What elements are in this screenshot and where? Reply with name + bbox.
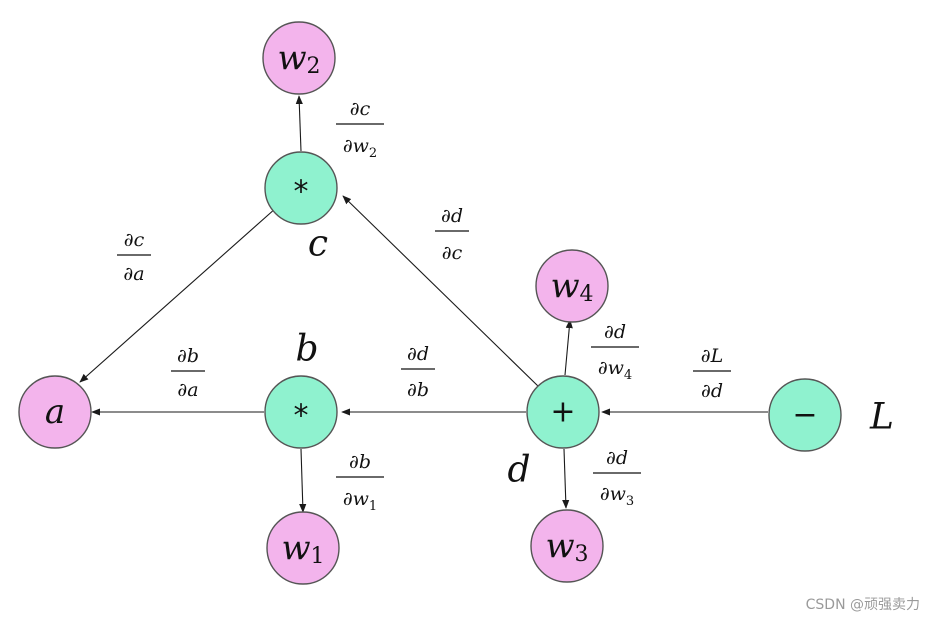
edge-label-dc-dw2: ∂c ∂w2 (336, 98, 384, 161)
edge-label-db-da: ∂b ∂a (171, 345, 205, 401)
svg-text:∂c: ∂c (124, 229, 145, 251)
node-name-c: c (308, 224, 328, 265)
node-w2[interactable]: w2 (262, 21, 336, 95)
svg-text:∂d: ∂d (407, 343, 429, 365)
svg-text:∂d: ∂d (701, 380, 723, 402)
svg-text:∂c: ∂c (442, 242, 463, 264)
edge-label-dd-dw3: ∂d ∂w3 (593, 447, 641, 509)
node-w1-subscript: 1 (311, 544, 325, 569)
svg-text:∂d: ∂d (604, 321, 626, 343)
edge-d-to-w3 (562, 448, 570, 509)
node-w2-subscript: 2 (307, 54, 321, 79)
svg-text:∂c: ∂c (350, 98, 371, 120)
svg-text:∂w3: ∂w3 (600, 483, 634, 509)
node-a[interactable]: a (18, 375, 92, 449)
svg-text:w2: w2 (277, 38, 320, 79)
watermark: CSDN @顽强卖力 (805, 597, 920, 613)
node-name-L: L (869, 397, 894, 438)
node-b-symbol: * (294, 399, 309, 434)
node-w4-subscript: 4 (580, 282, 594, 307)
edge-label-dd-db: ∂d ∂b (401, 343, 435, 401)
node-d-symbol: + (550, 395, 575, 430)
svg-text:∂b: ∂b (349, 451, 371, 473)
svg-text:a: a (45, 392, 65, 432)
svg-text:∂b: ∂b (177, 345, 199, 367)
edge-label-dc-da: ∂c ∂a (117, 229, 151, 285)
svg-text:∂w2: ∂w2 (343, 135, 377, 161)
edge-label-dd-dc: ∂d ∂c (435, 205, 469, 264)
node-name-d: d (507, 450, 530, 491)
node-a-label: a (45, 392, 65, 432)
node-L[interactable]: − (768, 378, 842, 452)
svg-text:w3: w3 (545, 526, 588, 567)
node-w3[interactable]: w3 (530, 509, 604, 583)
node-w2-label: w (277, 38, 306, 78)
edges (79, 95, 768, 513)
node-c[interactable]: * (264, 151, 338, 225)
node-name-b: b (295, 329, 318, 370)
svg-text:w1: w1 (281, 528, 324, 569)
edge-d-to-c (342, 195, 541, 389)
svg-text:∂w1: ∂w1 (343, 488, 377, 514)
svg-text:∂L: ∂L (701, 345, 723, 367)
svg-text:∂d: ∂d (606, 447, 628, 469)
edge-label-dL-dd: ∂L ∂d (693, 345, 731, 402)
svg-text:∂w4: ∂w4 (598, 357, 632, 383)
node-w1[interactable]: w1 (266, 511, 340, 585)
edge-b-to-w1 (299, 448, 307, 513)
edge-c-to-a (79, 207, 277, 383)
node-w4-label: w (550, 266, 579, 306)
node-w4[interactable]: w4 (535, 249, 609, 323)
edge-c-to-w2 (295, 95, 303, 152)
edge-label-dd-dw4: ∂d ∂w4 (591, 321, 639, 383)
svg-text:∂a: ∂a (177, 379, 198, 401)
edge-d-to-w4 (564, 319, 573, 376)
node-d[interactable]: + (526, 375, 600, 449)
node-w3-subscript: 3 (575, 542, 589, 567)
node-L-symbol: − (792, 398, 817, 433)
node-b[interactable]: * (264, 375, 338, 449)
node-w1-label: w (281, 528, 310, 568)
edge-label-db-dw1: ∂b ∂w1 (336, 451, 384, 514)
node-w3-label: w (545, 526, 574, 566)
node-c-symbol: * (294, 175, 309, 210)
svg-text:∂d: ∂d (441, 205, 463, 227)
svg-text:∂a: ∂a (123, 263, 144, 285)
svg-text:w4: w4 (550, 266, 593, 307)
svg-text:∂b: ∂b (407, 379, 429, 401)
